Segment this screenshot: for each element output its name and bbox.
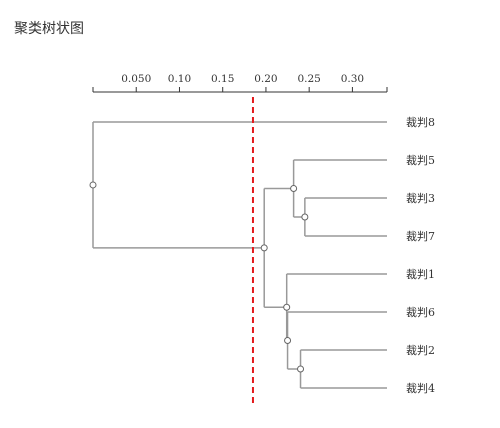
leaf-label: 裁判7: [406, 230, 435, 243]
leaf-label: 裁判8: [406, 116, 435, 129]
leaf-label: 裁判5: [406, 154, 435, 167]
leaf-label: 裁判3: [406, 192, 435, 205]
x-tick-label: 0.20: [254, 73, 277, 85]
merge-node: [297, 365, 305, 373]
chart-title: 聚类树状图: [14, 21, 84, 37]
merge-node: [284, 337, 292, 344]
leaf-label: 裁判1: [406, 268, 435, 281]
leaf-label: 裁判2: [406, 344, 435, 357]
merge-node: [89, 181, 97, 189]
x-tick-label: 0.25: [297, 73, 320, 85]
x-tick-label: 0.30: [341, 73, 364, 85]
x-tick-label: 0.15: [211, 73, 234, 85]
leaf-label: 裁判6: [406, 306, 435, 319]
merge-node: [301, 213, 309, 221]
merge-node: [290, 185, 298, 192]
x-tick-label: 0.10: [168, 73, 191, 85]
x-tick-label: 0.050: [121, 73, 151, 85]
leaf-label: 裁判4: [406, 382, 435, 395]
merge-node: [283, 303, 291, 311]
merge-node: [260, 244, 268, 252]
